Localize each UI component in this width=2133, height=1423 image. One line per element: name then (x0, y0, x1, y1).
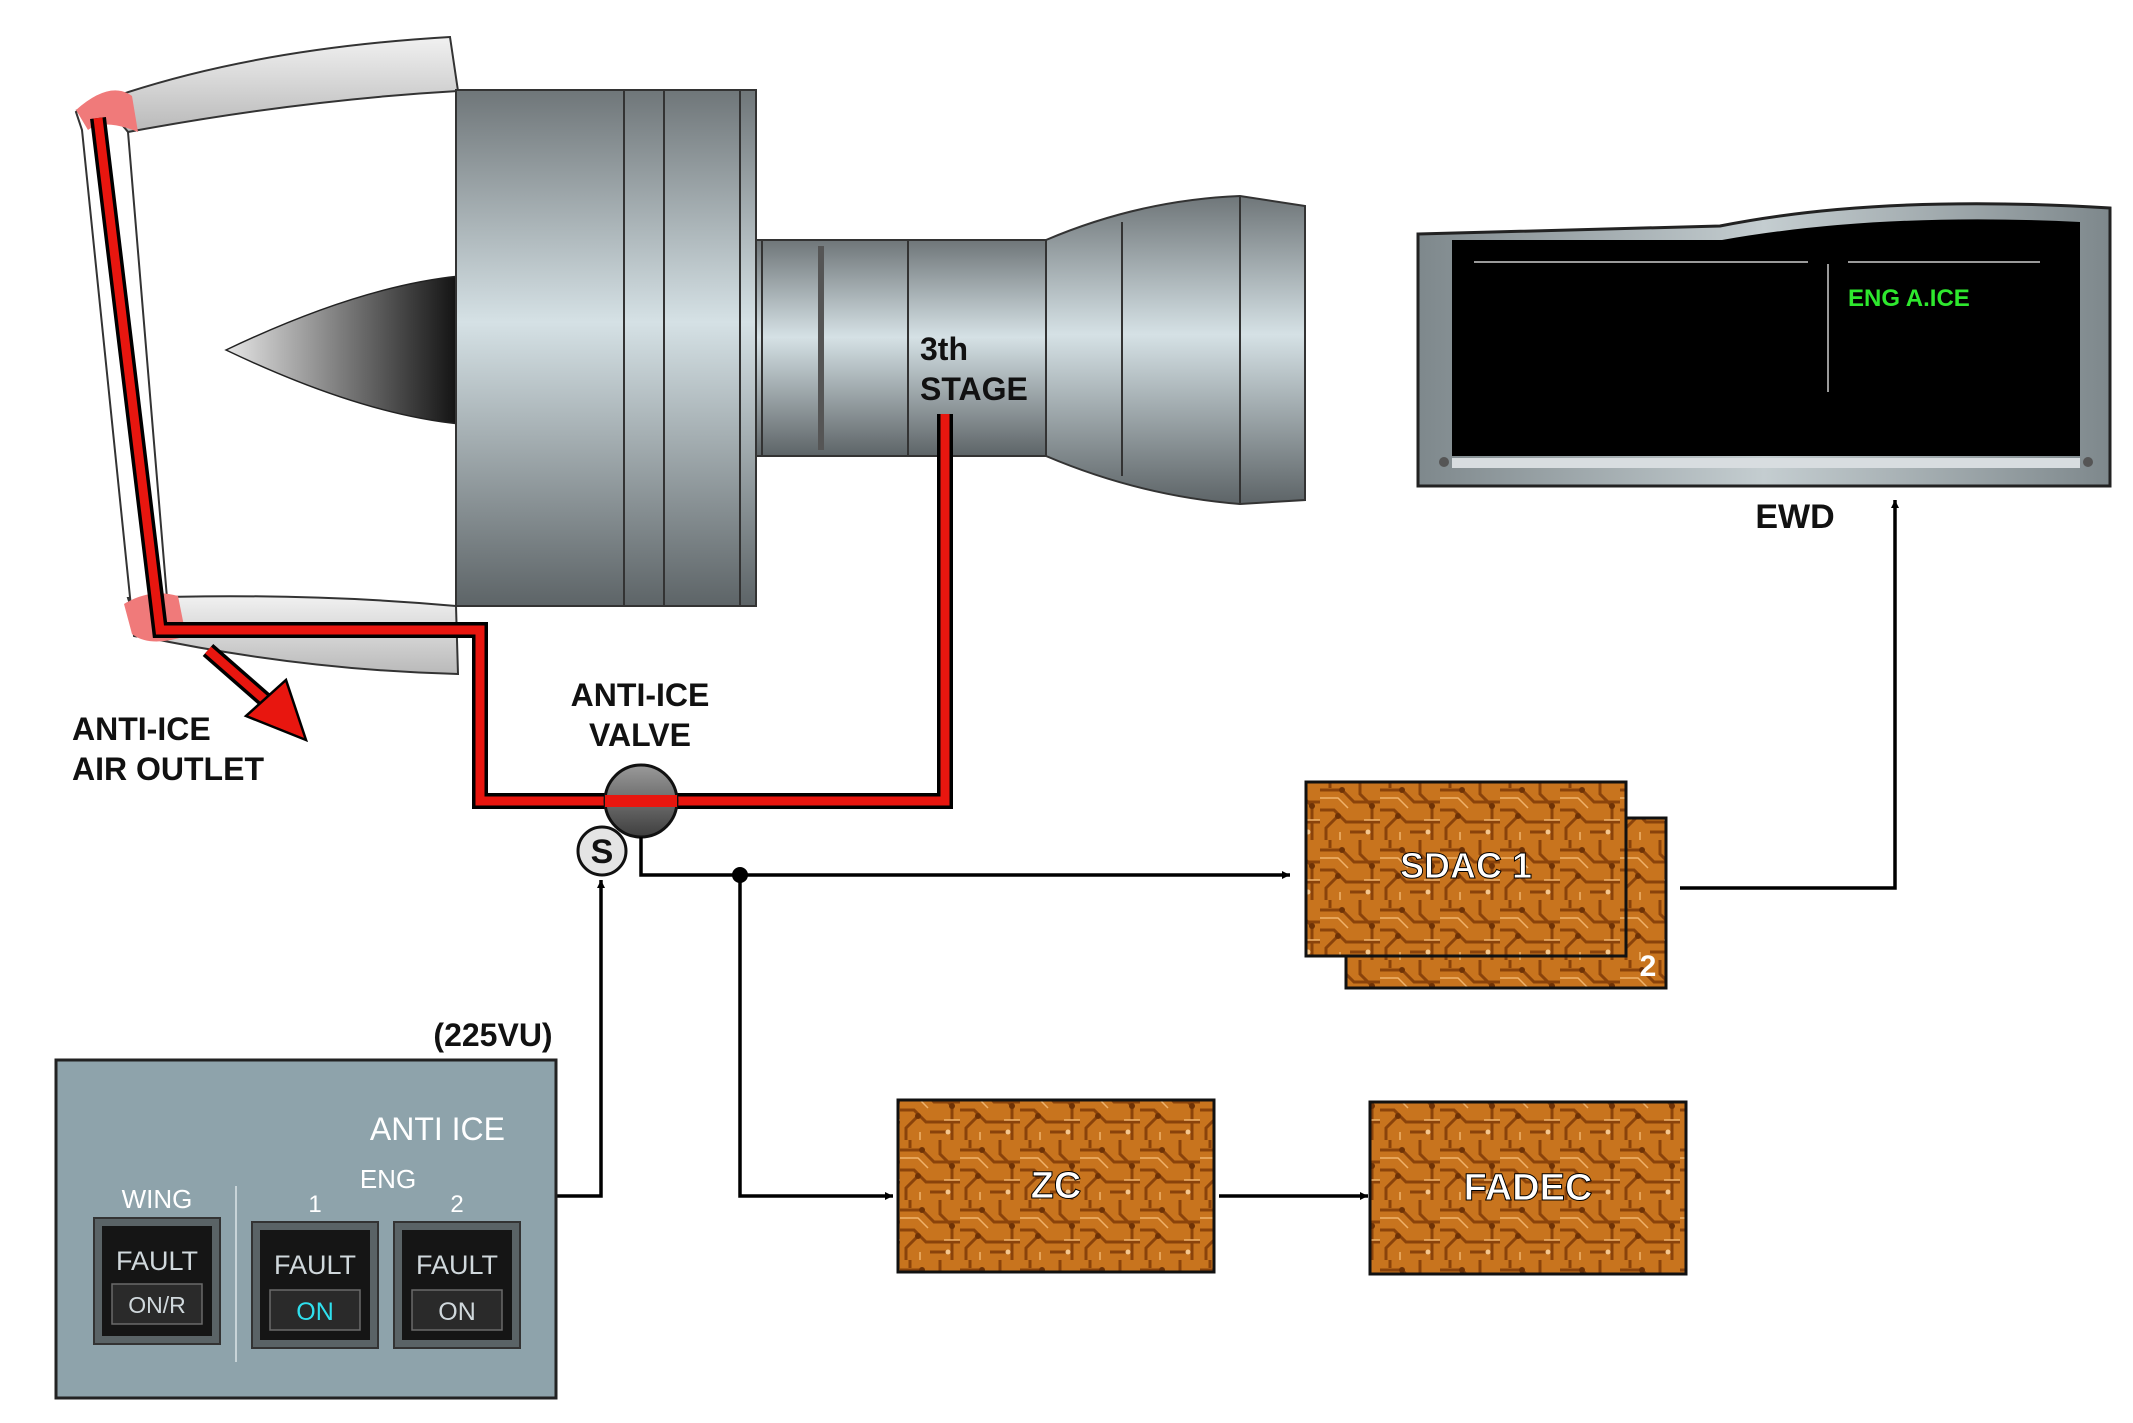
hot-air-duct (90, 117, 953, 809)
signal-lines (557, 500, 1899, 1200)
compressor-core (755, 239, 1047, 457)
outlet-label-line-1: ANTI-ICE (72, 711, 211, 747)
valve-label-line-1: ANTI-ICE (571, 677, 710, 713)
line-valve-to-sdac (639, 837, 1290, 879)
ewd-message: ENG A.ICE (1848, 285, 1970, 312)
eng-2-state-legend: ON (438, 1298, 476, 1326)
line-sdac-to-ewd (1680, 500, 1899, 890)
outlet-label-line-2: AIR OUTLET (72, 751, 264, 787)
eng-2-button-label: 2 (450, 1191, 463, 1218)
fadec-label: FADEC (1464, 1167, 1593, 1209)
fadec-card: FADEC (1368, 1100, 1688, 1276)
wing-anti-ice-button[interactable]: FAULT ON/R (93, 1217, 221, 1345)
line-panel-to-solenoid (557, 880, 605, 1198)
air-outlet-arrow-head (243, 677, 309, 743)
eng-1-state-legend: ON (296, 1298, 334, 1326)
zc-card: ZC (896, 1098, 1216, 1274)
solenoid-label: S (591, 833, 614, 871)
anti-ice-panel: ANTI ICE ENG WING FAULT ON/R 1 FAULT ON … (54, 1058, 558, 1400)
valve-label-line-2: VALVE (589, 717, 691, 753)
stage-label-line-1: 3th (920, 331, 968, 367)
fan-case (455, 89, 757, 607)
anti-ice-valve (603, 763, 679, 839)
engine-illustration (74, 35, 1306, 676)
sdac-1-label: SDAC 1 (1400, 845, 1532, 886)
exhaust-nozzle (1045, 194, 1306, 506)
line-valve-to-zc (738, 875, 893, 1200)
sdac-1-card: SDAC 1 (1304, 780, 1628, 958)
zc-label: ZC (1031, 1165, 1082, 1207)
panel-eng-label: ENG (360, 1164, 416, 1194)
eng-1-anti-ice-button[interactable]: FAULT ON (251, 1221, 379, 1349)
upper-cowl (75, 35, 460, 134)
eng-2-fault-legend: FAULT (416, 1250, 498, 1280)
ewd-display: ENG A.ICE (1416, 202, 2112, 488)
ewd-screen (1452, 219, 2080, 456)
wing-button-label: WING (122, 1184, 193, 1214)
wing-fault-legend: FAULT (116, 1246, 198, 1276)
signal-junction (732, 867, 748, 883)
eng-2-anti-ice-button[interactable]: FAULT ON (393, 1221, 521, 1349)
sdac-2-label: 2 (1640, 950, 1657, 983)
wing-state-legend: ON/R (128, 1292, 186, 1318)
spinner-cone (224, 275, 461, 425)
panel-vu-label: (225VU) (433, 1017, 552, 1053)
panel-title: ANTI ICE (370, 1111, 505, 1147)
stage-label-line-2: STAGE (920, 371, 1028, 407)
eng-1-button-label: 1 (308, 1191, 321, 1218)
ewd-label: EWD (1755, 498, 1834, 536)
solenoid: S (576, 825, 628, 877)
eng-1-fault-legend: FAULT (274, 1250, 356, 1280)
